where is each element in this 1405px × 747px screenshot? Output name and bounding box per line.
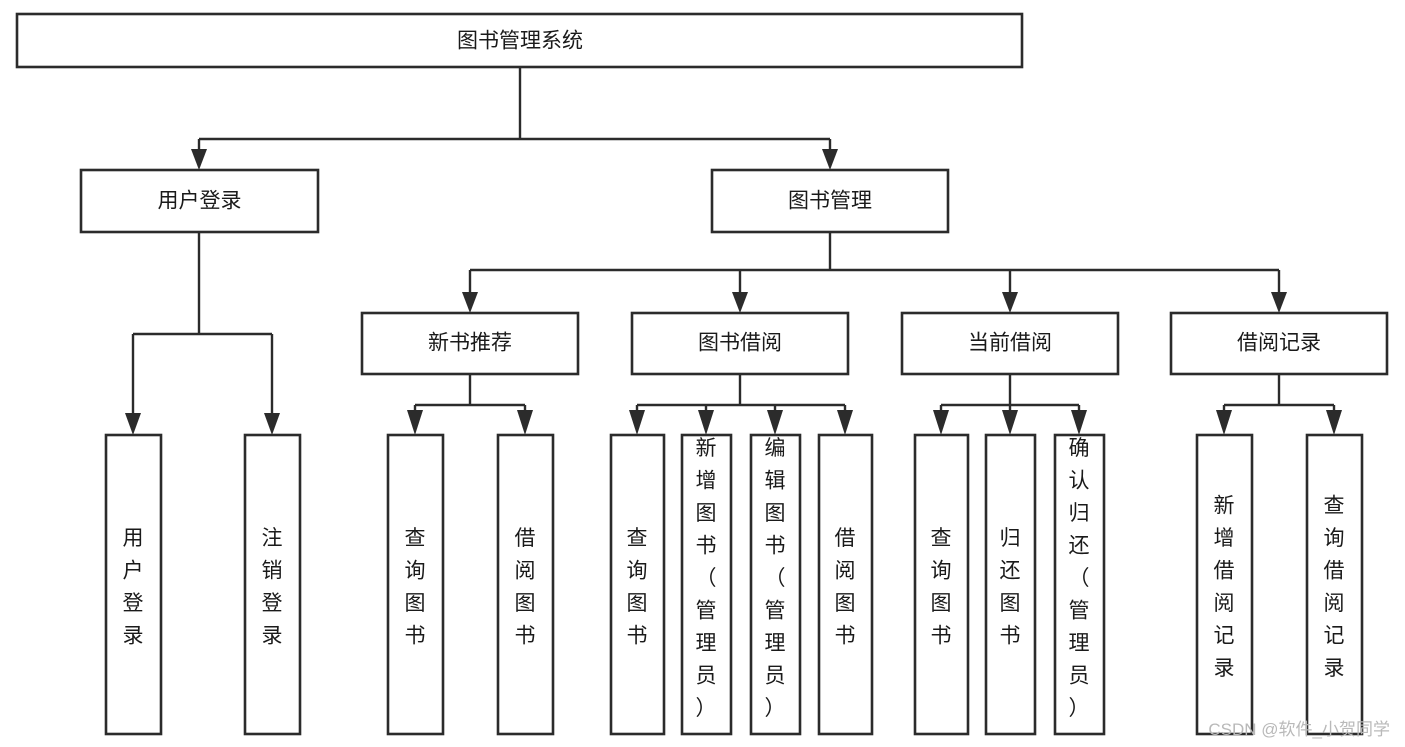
node-leaf-confirm-return-label: 确认归还（管理员） (1069, 437, 1090, 720)
arrow-head-book-borrow (732, 292, 748, 313)
node-book-borrow[interactable]: 图书借阅 (630, 311, 850, 376)
node-leaf-add-book-label: 新增图书（管理员） (696, 437, 717, 720)
node-leaf-confirm-return[interactable]: 确认归还（管理员） (1053, 433, 1106, 736)
node-leaf-return-book-box[interactable] (984, 433, 1037, 736)
node-book-borrow-box[interactable] (630, 311, 850, 376)
node-leaf-query-record-box[interactable] (1305, 433, 1364, 736)
node-leaf-query-record[interactable]: 查询借阅记录 (1305, 433, 1364, 736)
arrow-head-leaf-add-book (698, 410, 714, 435)
arrow-head-new-book-recommend (462, 292, 478, 313)
node-leaf-query-book-2-label: 查询图书 (627, 527, 648, 648)
node-leaf-user-login-box[interactable] (104, 433, 163, 736)
node-new-book-recommend-label: 新书推荐 (428, 332, 512, 355)
node-new-book-recommend-box[interactable] (360, 311, 580, 376)
node-root[interactable]: 图书管理系统 (15, 12, 1024, 69)
node-new-book-recommend[interactable]: 新书推荐 (360, 311, 580, 376)
node-current-borrow-box[interactable] (900, 311, 1120, 376)
node-root-label: 图书管理系统 (457, 30, 583, 53)
arrow-head-leaf-edit-book (767, 410, 783, 435)
node-borrow-record-box[interactable] (1169, 311, 1389, 376)
node-leaf-query-book-3-label: 查询图书 (931, 527, 952, 648)
node-leaf-user-logout[interactable]: 注销登录 (243, 433, 302, 736)
node-borrow-record[interactable]: 借阅记录 (1169, 311, 1389, 376)
node-leaf-borrow-book-2-label: 借阅图书 (835, 527, 856, 648)
node-leaf-query-book-1[interactable]: 查询图书 (386, 433, 445, 736)
node-leaf-query-record-label: 查询借阅记录 (1324, 494, 1345, 680)
node-leaf-add-record-label: 新增借阅记录 (1214, 494, 1235, 680)
node-root-box[interactable] (15, 12, 1024, 69)
node-book-management[interactable]: 图书管理 (710, 168, 950, 234)
node-leaf-query-book-3-box[interactable] (913, 433, 970, 736)
node-leaf-borrow-book-2[interactable]: 借阅图书 (817, 433, 874, 736)
node-book-borrow-label: 图书借阅 (698, 332, 782, 355)
arrow-head-leaf-user-login (125, 413, 141, 435)
arrow-head-leaf-query-book-1 (407, 410, 423, 435)
arrow-head-leaf-query-book-3 (933, 410, 949, 435)
node-user-login[interactable]: 用户登录 (79, 168, 320, 234)
node-leaf-query-book-2[interactable]: 查询图书 (609, 433, 666, 736)
node-current-borrow[interactable]: 当前借阅 (900, 311, 1120, 376)
node-leaf-borrow-book-1[interactable]: 借阅图书 (496, 433, 555, 736)
node-leaf-add-book-box[interactable] (680, 433, 733, 736)
node-leaf-confirm-return-box[interactable] (1053, 433, 1106, 736)
arrow-head-leaf-query-record (1326, 410, 1342, 435)
arrow-head-leaf-borrow-book-2 (837, 410, 853, 435)
node-leaf-edit-book[interactable]: 编辑图书（管理员） (749, 433, 802, 736)
node-leaf-edit-book-box[interactable] (749, 433, 802, 736)
node-leaf-query-book-1-label: 查询图书 (405, 527, 426, 648)
arrow-head-leaf-add-record (1216, 410, 1232, 435)
node-leaf-user-logout-box[interactable] (243, 433, 302, 736)
node-leaf-borrow-book-1-box[interactable] (496, 433, 555, 736)
node-leaf-query-book-3[interactable]: 查询图书 (913, 433, 970, 736)
watermark-label: CSDN @软件_小贺同学 (1208, 720, 1390, 739)
arrow-head-leaf-confirm-return (1071, 410, 1087, 435)
node-current-borrow-label: 当前借阅 (968, 332, 1052, 355)
node-leaf-add-book[interactable]: 新增图书（管理员） (680, 433, 733, 736)
node-leaf-add-record-box[interactable] (1195, 433, 1254, 736)
arrow-head-leaf-user-logout (264, 413, 280, 435)
node-user-login-label: 用户登录 (158, 190, 242, 213)
arrow-head-user-login (191, 149, 207, 170)
node-leaf-user-logout-label: 注销登录 (262, 527, 283, 648)
node-leaf-user-login-label: 用户登录 (123, 527, 144, 648)
node-leaf-query-book-2-box[interactable] (609, 433, 666, 736)
node-leaf-query-book-1-box[interactable] (386, 433, 445, 736)
node-leaf-borrow-book-1-label: 借阅图书 (515, 527, 536, 648)
arrow-head-leaf-query-book-2 (629, 410, 645, 435)
arrow-head-borrow-record (1271, 292, 1287, 313)
arrow-head-leaf-return-book (1002, 410, 1018, 435)
connector-layer (125, 67, 1342, 435)
node-leaf-edit-book-label: 编辑图书（管理员） (765, 437, 786, 720)
arrow-head-book-management (822, 149, 838, 170)
node-leaf-return-book[interactable]: 归还图书 (984, 433, 1037, 736)
node-leaf-add-record[interactable]: 新增借阅记录 (1195, 433, 1254, 736)
arrow-head-current-borrow (1002, 292, 1018, 313)
node-user-login-box[interactable] (79, 168, 320, 234)
node-leaf-borrow-book-2-box[interactable] (817, 433, 874, 736)
node-borrow-record-label: 借阅记录 (1237, 332, 1321, 355)
node-book-management-box[interactable] (710, 168, 950, 234)
node-book-management-label: 图书管理 (788, 190, 872, 213)
arrow-head-leaf-borrow-book-1 (517, 410, 533, 435)
node-leaf-user-login[interactable]: 用户登录 (104, 433, 163, 736)
node-leaf-return-book-label: 归还图书 (1000, 527, 1021, 648)
